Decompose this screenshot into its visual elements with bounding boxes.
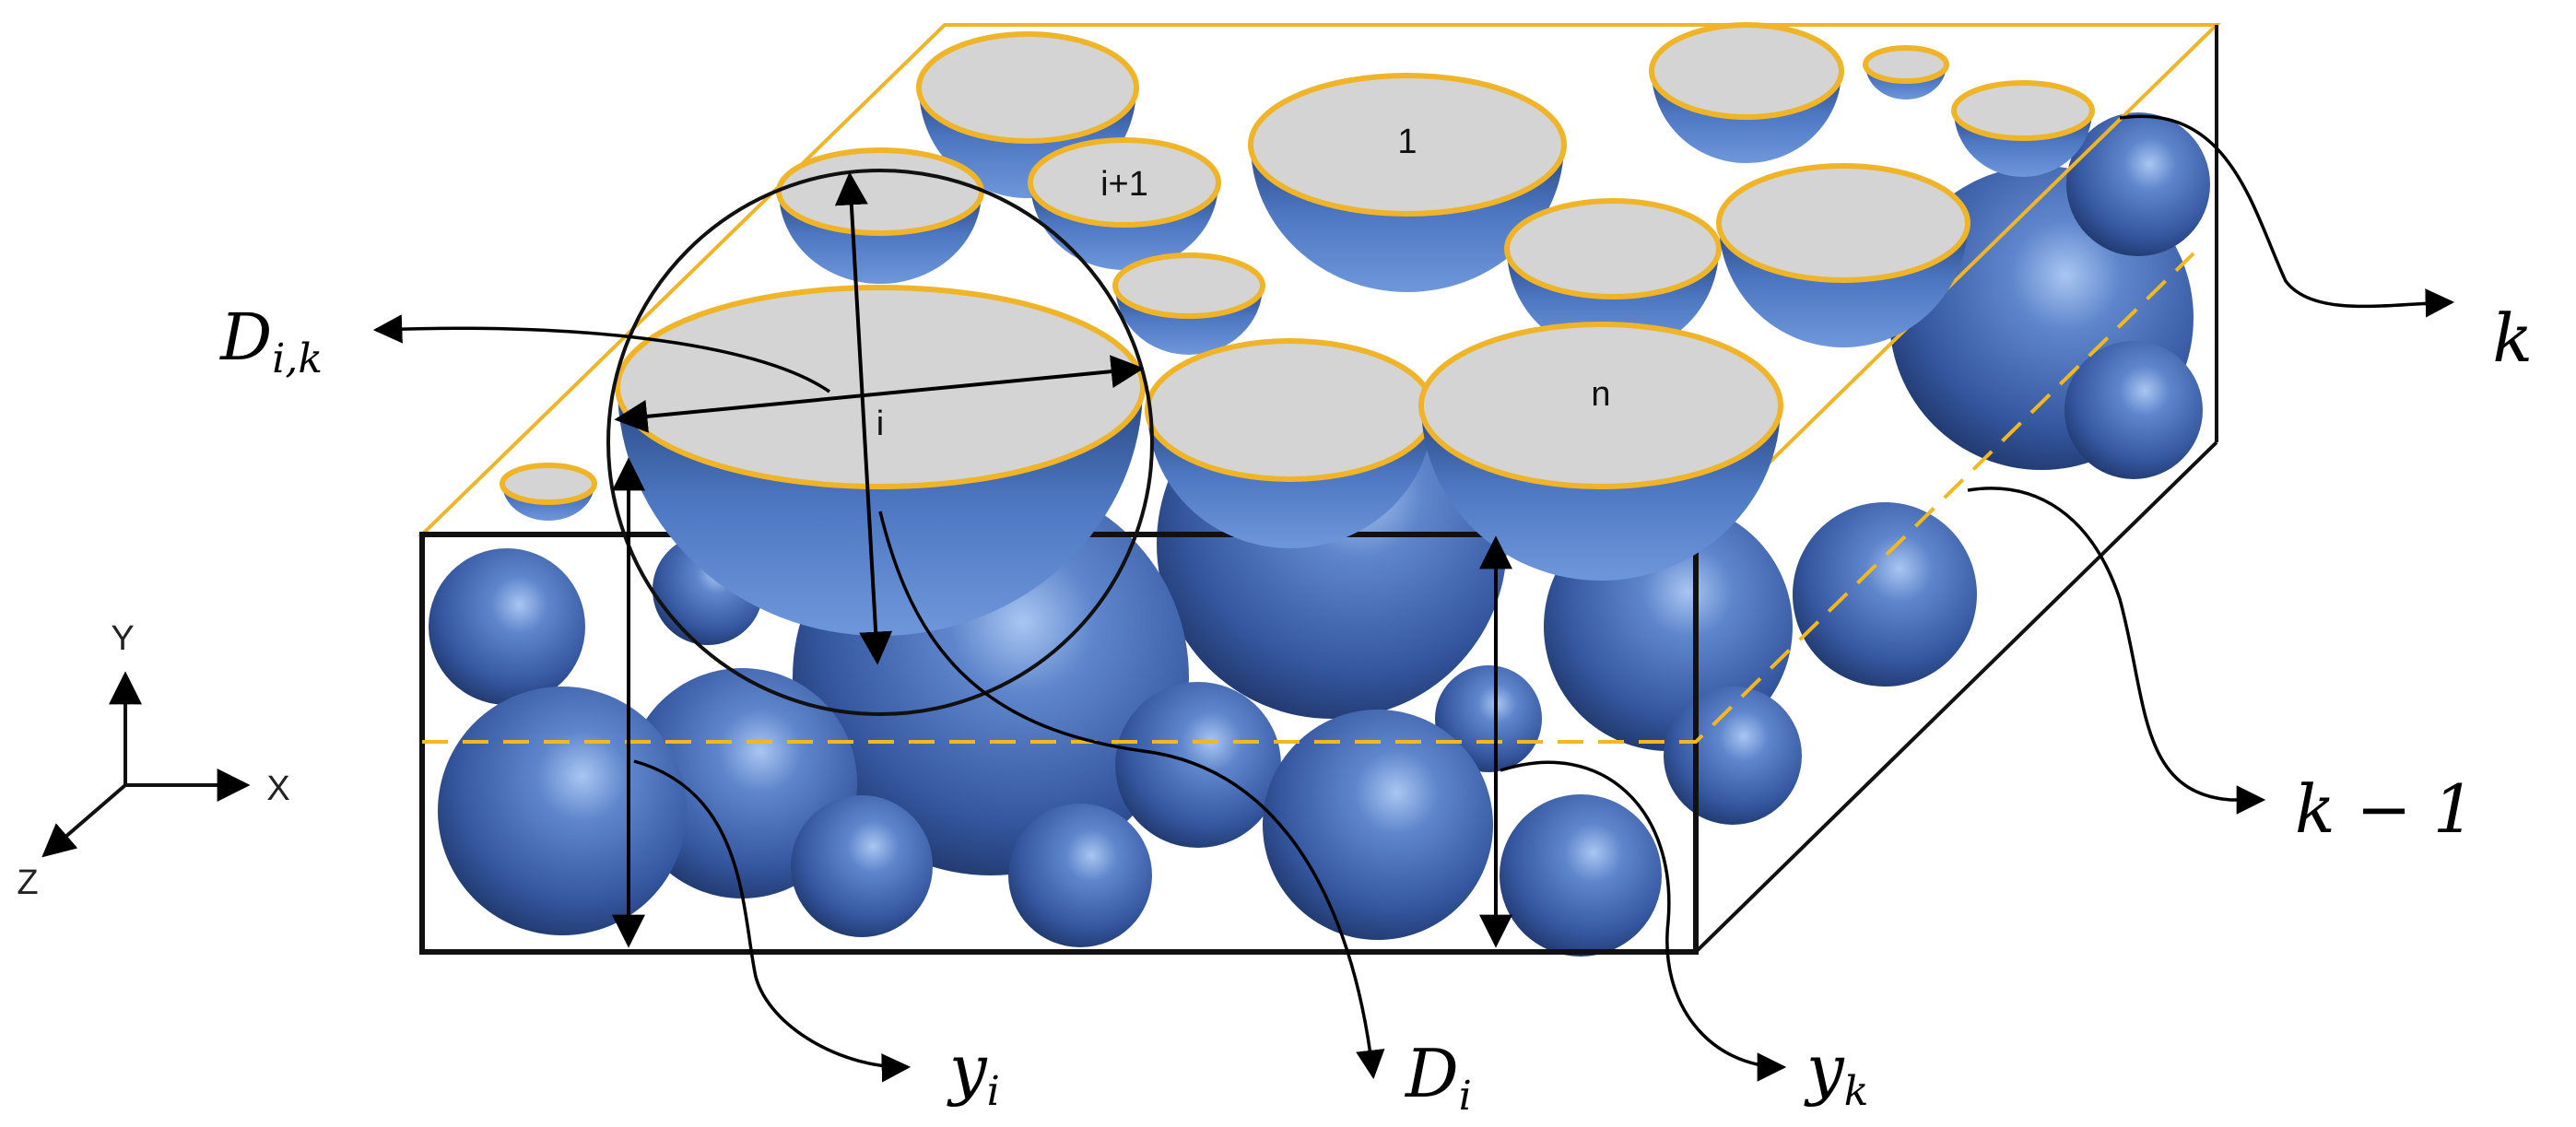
sphere-particle [438, 687, 687, 935]
diameter-vertical-arrow [834, 171, 893, 665]
sphere-particle [1664, 687, 1802, 825]
hemisphere-particle [1028, 137, 1221, 270]
cut-face [615, 285, 1146, 489]
hemisphere-particle [1863, 45, 1949, 100]
sphere-particle [2064, 341, 2203, 479]
leader-k-minus-1 [1967, 487, 2266, 815]
label-y-k: yk [1804, 1030, 1868, 1115]
leader-lines [372, 114, 2455, 1083]
dimension-arrows [612, 171, 1512, 948]
cut-face [1418, 322, 1783, 489]
cut-face [916, 31, 1139, 144]
hemisphere-particle [500, 463, 597, 521]
influence-circle [606, 169, 1154, 716]
sphere-particle [1916, 930, 1918, 932]
cut-face [1716, 163, 1970, 283]
hemisphere-particle [1716, 163, 1970, 347]
cut-face [1028, 137, 1221, 228]
z-axis-label: Z [17, 863, 38, 902]
cut-face [1248, 73, 1567, 217]
hemisphere-particle [1649, 22, 1844, 163]
label-d-i: Di [1404, 1035, 1472, 1120]
leader-y-k [1500, 760, 1787, 1082]
sphere-particle [1793, 502, 1977, 687]
callout-labels: Di,k k k − 1 yi Di yk [218, 299, 2533, 1120]
cut-face [776, 147, 984, 236]
hemisphere-particle [1248, 73, 1567, 292]
sphere-particle [2066, 112, 2210, 256]
cut-face [1145, 338, 1436, 482]
hemisphere-particle [1951, 80, 2095, 177]
sphere-particle [429, 548, 585, 705]
cap-labels: 1 i+1 i n [876, 123, 1611, 443]
z-axis-line [41, 783, 127, 858]
label-y-i: yi [947, 1030, 1000, 1115]
label-d-ik: Di,k [218, 299, 323, 382]
cut-face [1951, 80, 2095, 141]
cut-face [500, 463, 597, 505]
cut-face [1863, 45, 1949, 84]
cut-face [1504, 198, 1722, 299]
sphere-particle [1008, 804, 1152, 947]
leader-d-i [878, 511, 1385, 1080]
label-k-minus-1: k − 1 [2295, 770, 2476, 848]
sphere-particle [791, 795, 933, 937]
cap-label-i-plus-1: i+1 [1100, 165, 1148, 204]
slice-boundary-line [422, 252, 2195, 744]
cut-face [1649, 22, 1844, 120]
y-axis-label: Y [111, 619, 134, 658]
cap-label-1: 1 [1397, 123, 1417, 161]
sphere-particle [1500, 794, 1662, 957]
label-k: k [2492, 299, 2533, 377]
coordinate-axes [41, 671, 251, 858]
leader-d-ik [372, 314, 830, 393]
leader-k [2119, 114, 2455, 318]
leader-y-i [633, 759, 912, 1083]
hemisphere-particle [1112, 252, 1265, 355]
cap-label-i: i [876, 405, 884, 443]
cut-face [1112, 252, 1265, 319]
cap-label-n: n [1591, 375, 1610, 414]
sphere-particle [1263, 710, 1493, 940]
box-bottom-right-edge [1694, 440, 2218, 954]
x-axis-label: X [266, 769, 289, 808]
